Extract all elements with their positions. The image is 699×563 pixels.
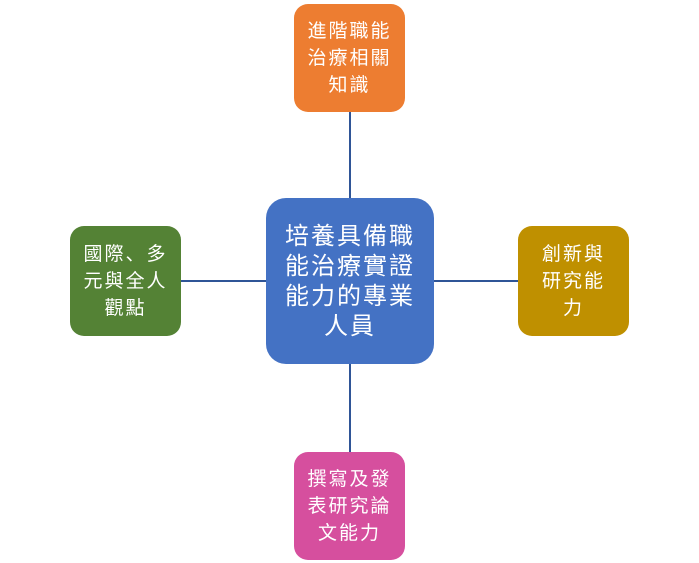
top-node-label: 進階職能 治療相關 知識	[307, 19, 392, 96]
left-node: 國際、多 元與全人 觀點	[70, 226, 181, 336]
bottom-node-label: 撰寫及發 表研究論 文能力	[307, 467, 392, 544]
bottom-node: 撰寫及發 表研究論 文能力	[294, 452, 405, 560]
center-node: 培養具備職 能治療實證 能力的專業 人員	[266, 198, 434, 364]
top-node: 進階職能 治療相關 知識	[294, 4, 405, 112]
right-node: 創新與 研究能 力	[518, 226, 629, 336]
center-node-label: 培養具備職 能治療實證 能力的專業 人員	[285, 222, 415, 340]
right-node-label: 創新與 研究能 力	[541, 242, 605, 319]
left-node-label: 國際、多 元與全人 觀點	[83, 242, 168, 319]
